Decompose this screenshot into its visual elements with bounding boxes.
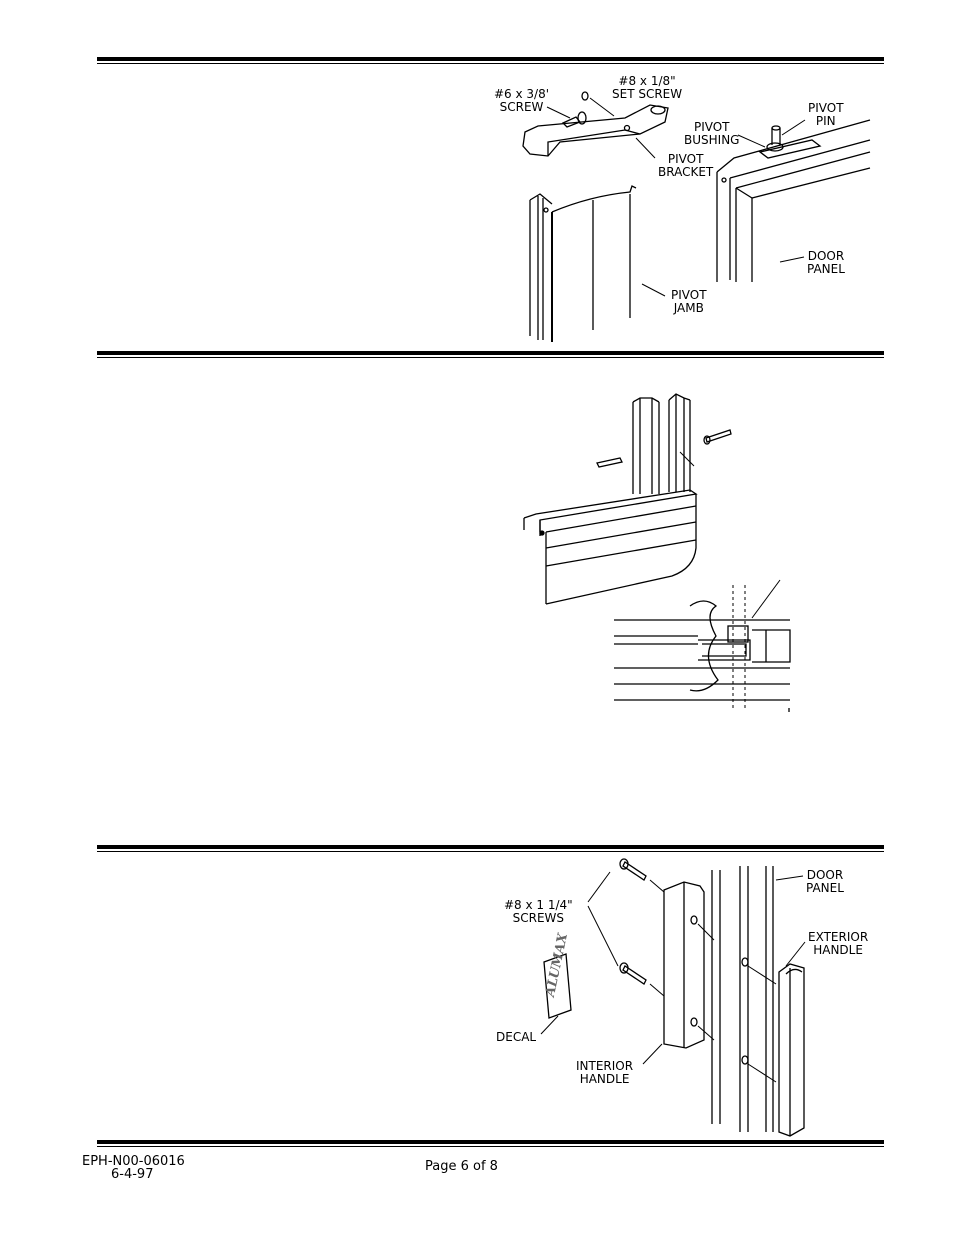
screws-label: #8 x 1 1/4" SCREWS: [504, 898, 573, 925]
figure3-leaders: [540, 871, 806, 1065]
decal-label: DECAL: [496, 1030, 537, 1044]
pivot-bushing-label: PIVOT BUSHING: [684, 120, 740, 147]
jamb-section-detail: [614, 579, 791, 712]
handles-drawing: [543, 858, 805, 1137]
section-rule-1: [97, 57, 884, 64]
set-screw-label: #8 x 1/8" SET SCREW: [612, 74, 683, 101]
document-date: 6-4-97: [111, 1167, 154, 1182]
interior-handle-label: INTERIOR HANDLE: [576, 1059, 634, 1086]
pivot-bracket-drawing: [522, 91, 669, 157]
door-panel-label-bottom: DOOR PANEL: [806, 868, 844, 895]
pivot-jamb-drawing: [529, 185, 637, 342]
door-panel-drawing: [716, 119, 871, 282]
section-rule-3: [97, 845, 884, 852]
door-panel-label-top: DOOR PANEL: [807, 249, 845, 276]
screw-label: #6 x 3/8' SCREW: [494, 87, 550, 114]
document-number: EPH-N00-06016: [82, 1154, 185, 1169]
page-number: Page 6 of 8: [425, 1159, 498, 1174]
exterior-handle-label: EXTERIOR HANDLE: [808, 930, 869, 957]
pivot-bracket-label: PIVOT BRACKET: [658, 152, 714, 179]
section-rule-4: [97, 1140, 884, 1147]
figure1-leaders: [546, 97, 806, 297]
pivot-jamb-label: PIVOT JAMB: [671, 288, 707, 315]
pivot-pin-label: PIVOT PIN: [808, 101, 844, 128]
section-rule-2: [97, 351, 884, 358]
header-jamb-drawing: [523, 393, 732, 605]
